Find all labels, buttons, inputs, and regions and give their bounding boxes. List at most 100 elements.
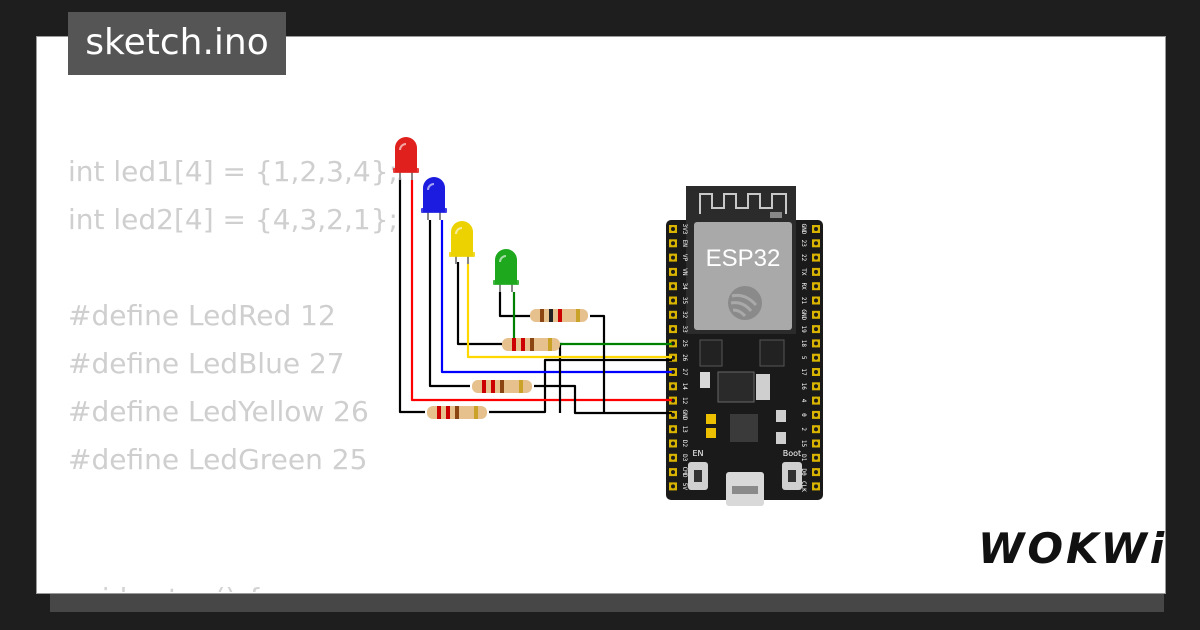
code-line: int led1[4] = {1,2,3,4}; — [68, 155, 398, 188]
pin-label: 23 — [800, 240, 807, 248]
pin-label: 26 — [681, 354, 688, 362]
code-line: #define LedRed 12 — [68, 299, 336, 332]
pin-22[interactable]: 22 — [800, 253, 820, 262]
resistor — [530, 309, 588, 322]
code-snippet: int led1[4] = {1,2,3,4}; int led2[4] = {… — [68, 148, 398, 484]
pin-vp[interactable]: VP — [669, 253, 688, 262]
panel-shadow — [50, 592, 1164, 612]
pin-2[interactable]: 2 — [800, 425, 820, 434]
pin-en[interactable]: EN — [669, 239, 688, 248]
pin-label: 17 — [800, 368, 807, 376]
pin-35[interactable]: 35 — [669, 296, 688, 305]
resistor — [472, 380, 532, 393]
pin-label: D0 — [800, 468, 807, 476]
code-line: int led2[4] = {4,3,2,1}; — [68, 203, 398, 236]
pin-label: TX — [800, 268, 807, 276]
pin-21[interactable]: 21 — [800, 296, 820, 305]
pin-label: 2 — [800, 427, 807, 431]
pin-label: 27 — [681, 368, 688, 376]
pin-23[interactable]: 23 — [800, 239, 820, 248]
pin-label: D3 — [681, 454, 688, 462]
en-button-label: EN — [692, 449, 703, 458]
pin-label: CLK — [800, 481, 807, 492]
pin-label: 13 — [681, 426, 688, 434]
pin-label: 35 — [681, 297, 688, 305]
pin-0[interactable]: 0 — [800, 410, 820, 419]
yellow-led — [449, 221, 475, 264]
wires — [398, 178, 672, 415]
pin-label: 32 — [681, 311, 688, 319]
pin-label: EN — [681, 240, 688, 248]
left-pin-header: 3V3ENVPVN343532332526271412GND13D2D3CMD5… — [669, 224, 688, 491]
code-line: #define LedYellow 26 — [68, 395, 369, 428]
pin-d0[interactable]: D0 — [800, 468, 820, 477]
black-wire — [428, 220, 470, 388]
code-line: #define LedGreen 25 — [68, 443, 368, 476]
boot-button-label: Boot — [783, 449, 801, 458]
pin-label: 3V3 — [681, 224, 688, 235]
pin-tx[interactable]: TX — [800, 267, 820, 276]
pin-label: D1 — [800, 454, 807, 462]
pin-label: GND — [681, 409, 688, 420]
pin-d1[interactable]: D1 — [800, 453, 820, 462]
pin-18[interactable]: 18 — [800, 339, 820, 348]
pin-d2[interactable]: D2 — [669, 439, 688, 448]
pin-label: 15 — [800, 440, 807, 448]
pin-clk[interactable]: CLK — [800, 481, 820, 492]
pin-3v3[interactable]: 3V3 — [669, 224, 688, 235]
code-line-cut-off: void setup() { — [68, 584, 263, 592]
pin-label: RX — [800, 283, 807, 291]
pin-16[interactable]: 16 — [800, 382, 820, 391]
pin-rx[interactable]: RX — [800, 282, 820, 291]
black-wire — [398, 178, 425, 414]
pin-label: 16 — [800, 383, 807, 391]
pin-vn[interactable]: VN — [669, 267, 688, 276]
pin-label: 0 — [800, 413, 807, 417]
pin-cmd[interactable]: CMD — [669, 467, 688, 478]
esp32-label: ESP32 — [706, 245, 781, 272]
pin-label: 33 — [681, 325, 688, 333]
pin-13[interactable]: 13 — [669, 425, 688, 434]
pin-d3[interactable]: D3 — [669, 453, 688, 462]
pin-label: CMD — [681, 467, 688, 478]
pin-5v[interactable]: 5V — [669, 482, 688, 491]
pin-label: VN — [681, 268, 688, 276]
pin-15[interactable]: 15 — [800, 439, 820, 448]
red-wire — [410, 180, 672, 402]
pin-label: GND — [800, 224, 807, 235]
esp32-board: ESP32 EN Boot 3V3ENVPVN34353233252627141… — [666, 186, 823, 506]
black-wire — [456, 262, 502, 346]
espressif-logo-icon — [728, 286, 762, 320]
pin-gnd[interactable]: GND — [800, 309, 820, 321]
black-wire — [590, 314, 606, 413]
pin-5[interactable]: 5 — [800, 353, 820, 362]
pin-label: 21 — [800, 297, 807, 305]
black-wire — [534, 384, 672, 415]
pin-label: 34 — [681, 283, 688, 291]
resistor — [502, 338, 560, 351]
pin-33[interactable]: 33 — [669, 325, 688, 334]
blue-wire — [440, 220, 672, 374]
pin-label: 4 — [800, 399, 807, 403]
pin-14[interactable]: 14 — [669, 382, 688, 391]
pin-label: 14 — [681, 383, 688, 391]
pin-label: 19 — [800, 325, 807, 333]
wokwi-logo: WOKWi — [978, 524, 1168, 573]
pin-label: D2 — [681, 440, 688, 448]
pin-32[interactable]: 32 — [669, 310, 688, 319]
code-line: #define LedBlue 27 — [68, 347, 345, 380]
pin-4[interactable]: 4 — [800, 396, 820, 405]
pin-17[interactable]: 17 — [800, 368, 820, 376]
pin-label: 25 — [681, 340, 688, 348]
pin-label: 5 — [800, 356, 807, 360]
black-wire — [498, 292, 530, 318]
black-wire — [558, 342, 562, 413]
red-led — [393, 137, 419, 180]
pin-gnd[interactable]: GND — [800, 224, 820, 235]
pin-19[interactable]: 19 — [800, 325, 820, 334]
pin-label: VP — [681, 254, 688, 262]
pin-34[interactable]: 34 — [669, 282, 688, 291]
sketch-filename-tab: sketch.ino — [68, 12, 286, 75]
